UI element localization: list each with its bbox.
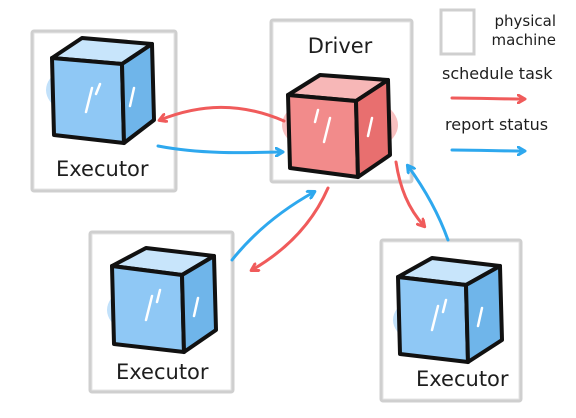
arrow-report-executor-bottom-right-to-driver	[408, 166, 450, 242]
legend-schedule-arrow-icon	[450, 98, 524, 99]
executor-label-bottom-right: Executor	[416, 367, 509, 391]
legend-report-arrow-icon	[450, 150, 524, 151]
executor-label-bottom-left: Executor	[116, 360, 209, 384]
executor-cube-top-left-icon	[46, 36, 156, 145]
legend-machine-line1: physical	[494, 12, 557, 30]
legend-schedule-label: schedule task	[442, 64, 553, 83]
legend-machine-line2: machine	[491, 30, 556, 49]
executor-label-top-left: Executor	[56, 157, 149, 181]
arrow-report-executor-top-left-to-driver	[156, 144, 282, 153]
arrow-schedule-driver-to-executor-bottom-left	[252, 186, 330, 270]
executor-cube-bottom-left-icon	[107, 246, 218, 354]
arrow-schedule-driver-to-executor-bottom-right	[394, 160, 424, 226]
arrow-report-executor-bottom-left-to-driver	[230, 192, 314, 262]
legend-report-label: report status	[445, 115, 549, 134]
driver-label: Driver	[307, 34, 373, 58]
arrow-schedule-driver-to-executor-top-left	[160, 105, 286, 121]
legend-machine-swatch	[439, 8, 476, 56]
driver-cube-icon	[282, 73, 398, 179]
executor-cube-bottom-right-icon	[393, 256, 504, 364]
legend-machine-label: physical machine	[478, 12, 556, 50]
